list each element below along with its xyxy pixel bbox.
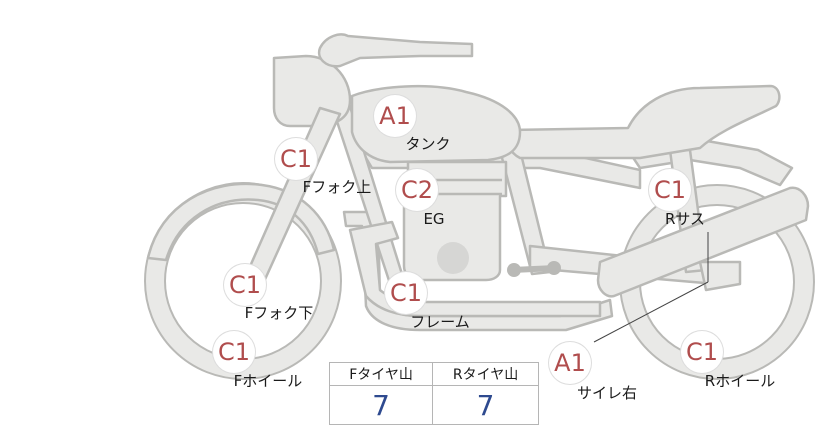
rear-suspension-grade-code: C1 [653, 176, 687, 204]
front-tyre-tread-value: 7 [328, 385, 434, 425]
seat-graphic [506, 84, 781, 160]
front-wheel-grade-marker: C1 [213, 331, 255, 373]
footpeg-graphic [507, 261, 561, 277]
tank-grade-marker: A1 [374, 95, 416, 137]
front-tyre-tread-header: Fタイヤ山 [328, 362, 434, 386]
muffler-joint-graphic [698, 260, 742, 292]
tyre-tread-header-row: Fタイヤ山 Rタイヤ山 [328, 362, 539, 386]
front-fork-upper-label: Fフォク上 [302, 178, 372, 196]
front-fork-upper-grade-code: C1 [279, 145, 313, 173]
tyre-tread-table: Fタイヤ山 Rタイヤ山 7 7 [328, 362, 539, 425]
tank-label: タンク [405, 135, 451, 153]
front-fork-lower-grade-code: C1 [228, 271, 262, 299]
front-fork-upper-grade-marker: C1 [275, 138, 317, 180]
front-wheel-label: Fホイール [233, 372, 303, 390]
engine-cover-graphic [437, 242, 469, 274]
rear-tyre-tread-value: 7 [432, 385, 539, 425]
tank-grade-code: A1 [379, 102, 411, 130]
engine-grade-code: C2 [400, 176, 434, 204]
front-fork-lower-label: Fフォク下 [244, 304, 314, 322]
frame-grade-marker: C1 [385, 272, 427, 314]
front-fork-lower-grade-marker: C1 [224, 264, 266, 306]
front-wheel-grade-code: C1 [217, 338, 251, 366]
rear-wheel-grade-marker: C1 [681, 331, 723, 373]
rear-suspension-label: Rサス [664, 210, 706, 228]
tyre-tread-value-row: 7 7 [328, 385, 539, 425]
frame-grade-code: C1 [389, 279, 423, 307]
rear-suspension-grade-marker: C1 [649, 169, 691, 211]
handlebar-graphic [317, 33, 474, 68]
rear-wheel-label: Rホイール [704, 372, 776, 390]
engine-label: EG [423, 210, 445, 228]
muffler-right-grade-marker: A1 [549, 342, 591, 384]
frame-label: フレーム [410, 313, 470, 331]
rear-tyre-tread-header: Rタイヤ山 [432, 362, 539, 386]
muffler-graphic [596, 186, 810, 298]
rear-wheel-grade-code: C1 [685, 338, 719, 366]
muffler-leader-line [593, 281, 709, 343]
engine-grade-marker: C2 [396, 169, 438, 211]
muffler-right-label: サイレ右 [576, 384, 638, 402]
muffler-right-grade-code: A1 [554, 349, 586, 377]
